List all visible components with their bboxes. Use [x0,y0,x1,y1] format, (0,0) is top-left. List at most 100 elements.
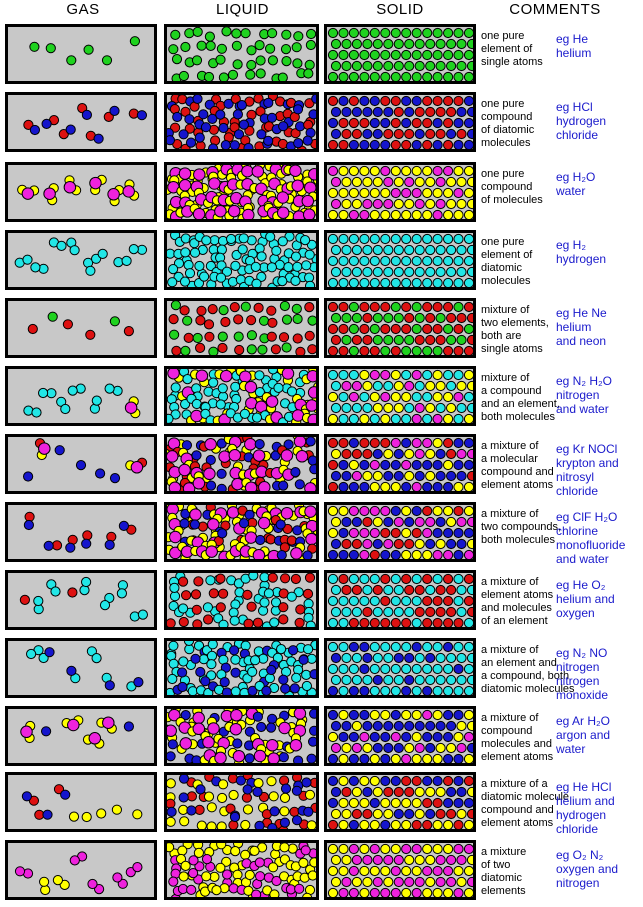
yellow-atom [59,879,70,891]
cyan-atom [137,609,148,620]
lattice-atom [446,786,457,798]
magenta-atom [252,449,266,462]
atom [327,481,339,491]
red-atom [414,334,425,346]
atom [351,470,362,482]
solid-box-h2 [324,230,476,290]
blue-atom [401,481,412,491]
atom [327,641,339,653]
single-particle [294,617,305,627]
magenta-atom [207,722,220,735]
green-atom [383,38,394,50]
lattice-atom [362,516,373,528]
single-particle [232,738,243,749]
red-atom [390,345,401,355]
magenta-atom [241,165,254,178]
atom [380,139,391,149]
blue-atom [269,806,280,817]
atom [380,187,391,199]
single-particle [401,71,412,81]
lattice-atom [443,187,454,199]
atom [463,165,473,177]
red-atom [242,589,253,600]
liquid-particles [167,437,316,491]
single-particle [432,617,443,627]
atom [362,470,373,482]
atom [456,128,467,140]
lattice-atom [327,573,339,585]
lattice-atom [414,198,425,210]
triatomic-particle [272,206,295,219]
green-atom [281,342,292,353]
green-atom [463,323,473,335]
atom [446,808,457,820]
atom [341,538,352,550]
blue-atom [194,132,205,143]
lattice-atom [327,685,339,695]
lattice-atom [327,255,339,267]
atom [341,876,352,888]
single-particle [359,345,370,355]
single-particle [242,589,253,600]
atom [466,266,473,278]
atom [338,505,349,517]
blue-atom [223,98,234,109]
yellow-atom [298,857,309,868]
green-atom [231,28,242,39]
triatomic-particle [167,175,180,195]
blue-atom [215,109,226,120]
red-atom [338,323,349,335]
lattice-atom [432,391,443,403]
diatomic-particle [52,875,70,891]
single-particle [277,72,288,81]
blue-atom [362,720,373,732]
diatomic-particle [254,243,267,262]
atom [453,527,464,539]
atom [359,595,370,607]
single-particle [372,808,383,820]
lattice-atom [463,369,473,381]
atom [401,843,412,855]
atom [414,652,425,664]
single-particle [341,312,352,324]
blue-atom [75,460,87,471]
red-atom [195,315,206,326]
green-atom [327,49,339,61]
lattice-atom [348,887,359,897]
atom [446,448,457,460]
blue-atom [190,653,201,664]
lattice-atom [338,865,349,877]
atom [348,117,359,129]
lattice-atom [338,527,349,539]
lattice-atom [422,753,433,763]
atom [338,413,349,423]
diatomic-particle [86,646,102,664]
yellow-atom [425,786,436,798]
single-particle [330,334,342,346]
magenta-atom [204,438,217,451]
single-particle [453,301,464,313]
comment-text: a mixture of a diatomic molecule compoun… [481,778,570,829]
lattice-atom [414,674,425,686]
diatomic-particle [46,579,61,597]
magenta-atom [258,481,271,491]
lattice-atom [338,117,349,129]
lattice-atom [359,663,370,675]
magenta-atom [182,482,196,491]
lattice-atom [383,516,394,528]
gas-particles [19,576,148,622]
atom [393,266,404,278]
green-atom [280,44,292,55]
single-particle [203,614,214,625]
lattice-atom [390,187,401,199]
atom [341,854,352,866]
green-atom [258,315,270,326]
single-particle [245,69,256,80]
red-atom [278,614,289,625]
lattice-atom [463,505,473,517]
blue-atom [242,784,253,795]
green-atom [466,60,473,72]
blue-atom [278,674,289,685]
blue-atom [207,113,218,124]
single-particle [414,334,425,346]
